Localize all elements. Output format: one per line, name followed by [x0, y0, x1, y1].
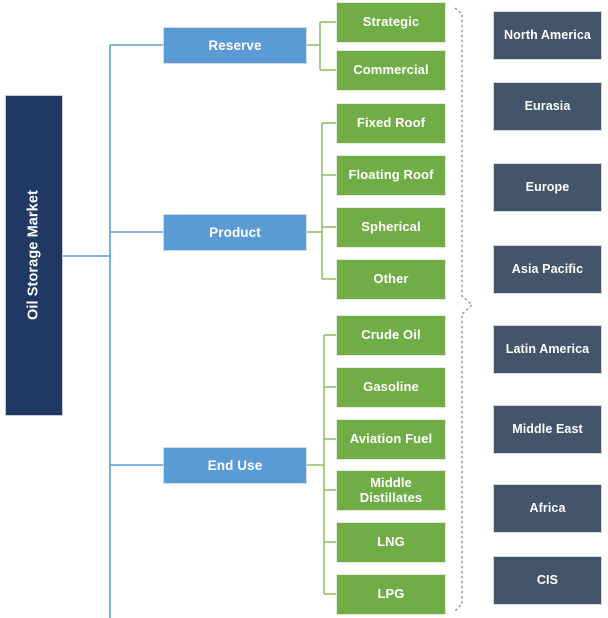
- subitem-node-floating-roof[interactable]: Floating Roof: [336, 155, 446, 196]
- region-node-north-america[interactable]: North America: [493, 11, 602, 60]
- region-node-middle-east[interactable]: Middle East: [493, 405, 602, 454]
- subitem-node-middle-distillates[interactable]: Middle Distillates: [336, 470, 446, 511]
- subitem-node-lng[interactable]: LNG: [336, 522, 446, 563]
- category-node-product[interactable]: Product: [163, 214, 307, 251]
- region-node-europe[interactable]: Europe: [493, 163, 602, 212]
- subitem-node-aviation-fuel[interactable]: Aviation Fuel: [336, 419, 446, 460]
- region-node-latin-america[interactable]: Latin America: [493, 325, 602, 374]
- root-node-oil-storage-market[interactable]: Oil Storage Market: [5, 95, 63, 416]
- subitem-node-spherical[interactable]: Spherical: [336, 207, 446, 248]
- region-node-eurasia[interactable]: Eurasia: [493, 82, 602, 131]
- region-node-africa[interactable]: Africa: [493, 484, 602, 533]
- region-node-cis[interactable]: CIS: [493, 556, 602, 605]
- category-node-reserve[interactable]: Reserve: [163, 27, 307, 64]
- region-node-asia-pacific[interactable]: Asia Pacific: [493, 245, 602, 294]
- subitem-node-fixed-roof[interactable]: Fixed Roof: [336, 103, 446, 144]
- subitem-node-other[interactable]: Other: [336, 259, 446, 300]
- category-node-end-use[interactable]: End Use: [163, 447, 307, 484]
- subitem-node-gasoline[interactable]: Gasoline: [336, 367, 446, 408]
- subitem-node-lpg[interactable]: LPG: [336, 574, 446, 615]
- subitem-node-strategic[interactable]: Strategic: [336, 2, 446, 43]
- subitem-node-commercial[interactable]: Commercial: [336, 50, 446, 91]
- subitem-node-crude-oil[interactable]: Crude Oil: [336, 315, 446, 356]
